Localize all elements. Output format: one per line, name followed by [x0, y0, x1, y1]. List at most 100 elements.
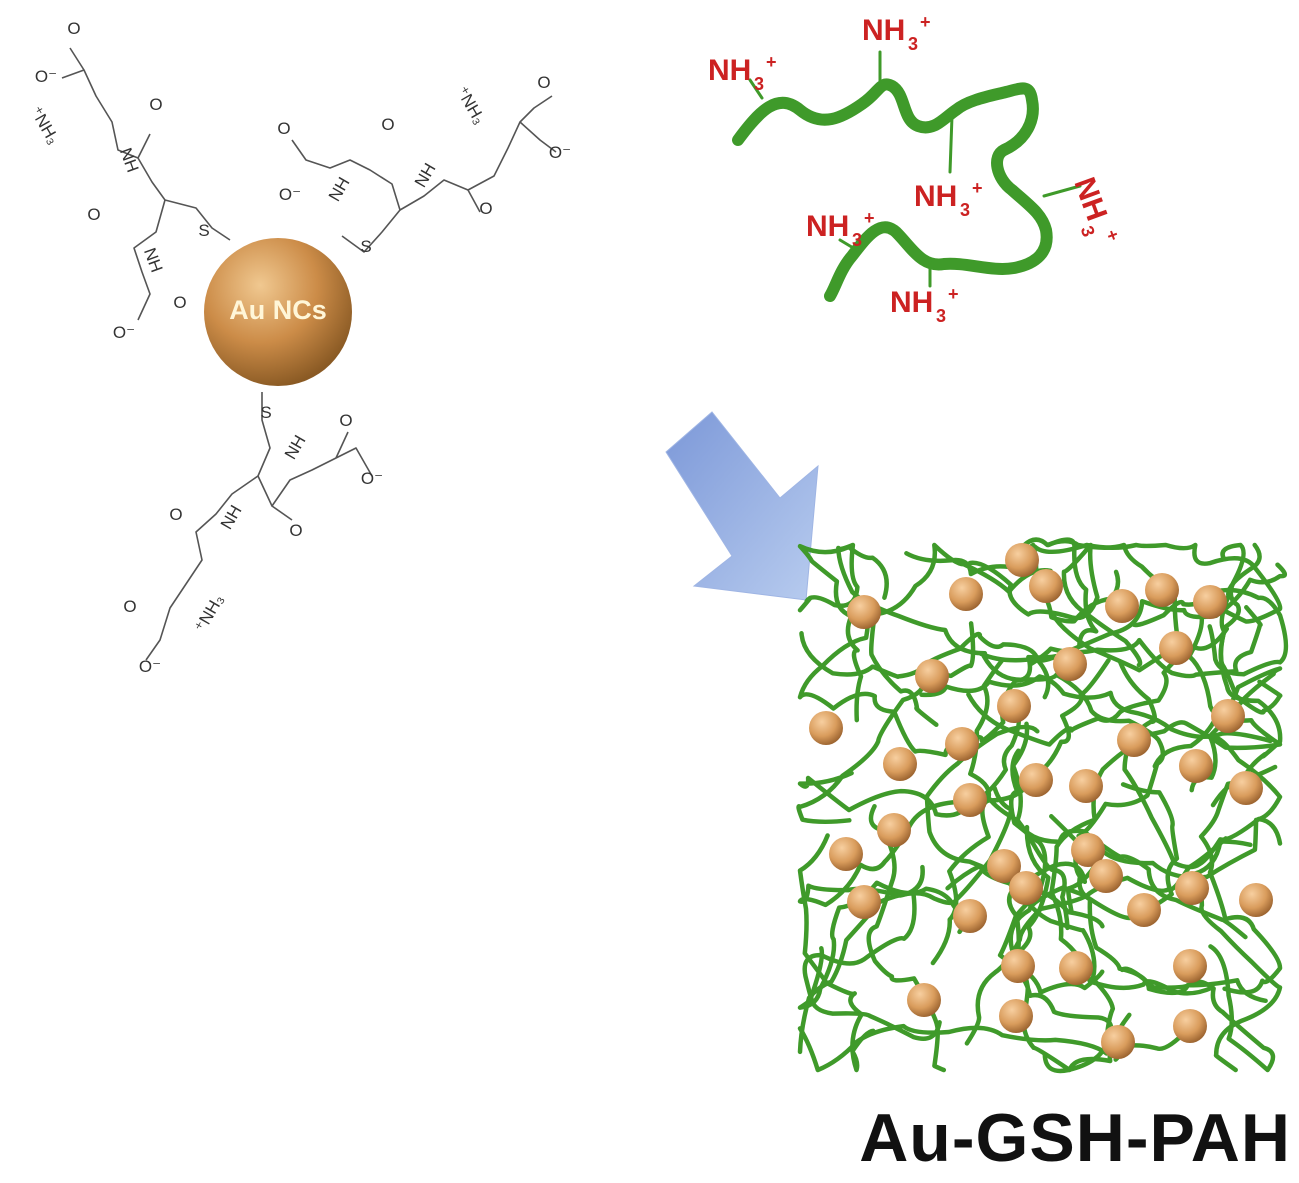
gold-particle [1179, 749, 1213, 783]
gold-particle [915, 659, 949, 693]
amine-nh: NH [1067, 173, 1113, 225]
gold-particle [847, 885, 881, 919]
gold-particle [1117, 723, 1151, 757]
polymer-strand [797, 542, 988, 656]
gold-particle [847, 595, 881, 629]
gold-particle [1059, 951, 1093, 985]
polymer-strand [796, 621, 976, 825]
gold-particle [945, 727, 979, 761]
polymer-strand [919, 674, 1273, 744]
amine-nh: NH [890, 286, 933, 319]
polymer-strand [1218, 542, 1283, 715]
gold-particle [1145, 573, 1179, 607]
amine-nh: NH [708, 54, 751, 87]
amine-subscript: 3 [852, 230, 862, 250]
gold-particle [1105, 589, 1139, 623]
amine-subscript: 3 [754, 74, 764, 94]
atom-label: O [381, 115, 394, 134]
reaction-arrow [665, 411, 819, 601]
amine-nh: NH [862, 14, 905, 47]
atom-label: O [339, 411, 352, 430]
atom-label: O⁻ [361, 469, 383, 488]
atom-label: O [479, 199, 492, 218]
gold-particle [1229, 771, 1263, 805]
gold-particle [999, 999, 1033, 1033]
atom-label: O [537, 73, 550, 92]
core-label: Au NCs [229, 295, 327, 325]
amine-charge: + [920, 12, 931, 32]
polymer-strand [797, 543, 889, 723]
atom-label: O⁻ [35, 67, 57, 86]
polymer-strand [868, 542, 1053, 727]
gold-particle [1005, 543, 1039, 577]
amine-charge: + [864, 208, 875, 228]
atom-label: O [123, 597, 136, 616]
gold-particle [1089, 859, 1123, 893]
amine-charge: + [766, 52, 777, 72]
atom-label: O [149, 95, 162, 114]
gold-particle [953, 783, 987, 817]
gold-particle [1175, 871, 1209, 905]
gold-particle [1173, 1009, 1207, 1043]
polymer-strand [968, 658, 1070, 931]
gold-particle [953, 899, 987, 933]
gold-particle [907, 983, 941, 1017]
polymer-network [796, 537, 1289, 1074]
atom-label: O⁻ [549, 143, 571, 162]
polymer-strand [799, 631, 1051, 700]
polymer-strand [866, 803, 947, 1073]
polymer-strand [1015, 824, 1132, 1073]
atom-label: O [173, 293, 186, 312]
embedded-gold-particles [809, 543, 1273, 1059]
gold-particle [1239, 883, 1273, 917]
atom-label: NH [116, 145, 142, 175]
atom-label: O [289, 521, 302, 540]
amine-subscript: 3 [936, 306, 946, 326]
gold-particle [1069, 769, 1103, 803]
amine-nh: NH [806, 210, 849, 243]
product-label: Au-GSH-PAH [859, 1100, 1291, 1176]
polymer-strand [1010, 721, 1248, 940]
gold-particle [1001, 949, 1035, 983]
pah-polymer-chain [732, 50, 1082, 302]
gold-particle [809, 711, 843, 745]
polymer-strand [797, 785, 1014, 1055]
amine-label: NH3+ [1067, 173, 1123, 244]
amine-charge: + [1101, 227, 1123, 244]
atom-label: ⁺NH₃ [452, 83, 489, 128]
atom-label: O [87, 205, 100, 224]
gold-particle [883, 747, 917, 781]
gold-particle [1019, 763, 1053, 797]
polymer-strand [797, 708, 1022, 818]
gold-particle [987, 849, 1021, 883]
atom-label: ⁺NH₃ [26, 103, 63, 148]
atom-label: NH [281, 432, 310, 463]
gold-particle [1159, 631, 1193, 665]
atom-label: O⁻ [113, 323, 135, 342]
gold-particle [1101, 1025, 1135, 1059]
polymer-strand [797, 833, 876, 1073]
gold-particle [877, 813, 911, 847]
gold-particle [949, 577, 983, 611]
gold-particle [1193, 585, 1227, 619]
gold-particle [1211, 699, 1245, 733]
gold-nanocluster-core [204, 238, 352, 386]
atom-label: O⁻ [279, 185, 301, 204]
atom-label: S [198, 221, 209, 240]
polymer-strand [797, 604, 976, 758]
gold-particle [1071, 833, 1105, 867]
polymer-strand [978, 562, 1287, 663]
polymer-strand [1049, 814, 1268, 1004]
atom-label: NH [325, 174, 354, 205]
glutathione-ligand-bonds [61, 47, 557, 661]
atom-label: NH [140, 245, 166, 275]
gold-particle [1053, 647, 1087, 681]
gold-particle [1009, 871, 1043, 905]
atom-label: ⁺NH₃ [191, 591, 228, 636]
